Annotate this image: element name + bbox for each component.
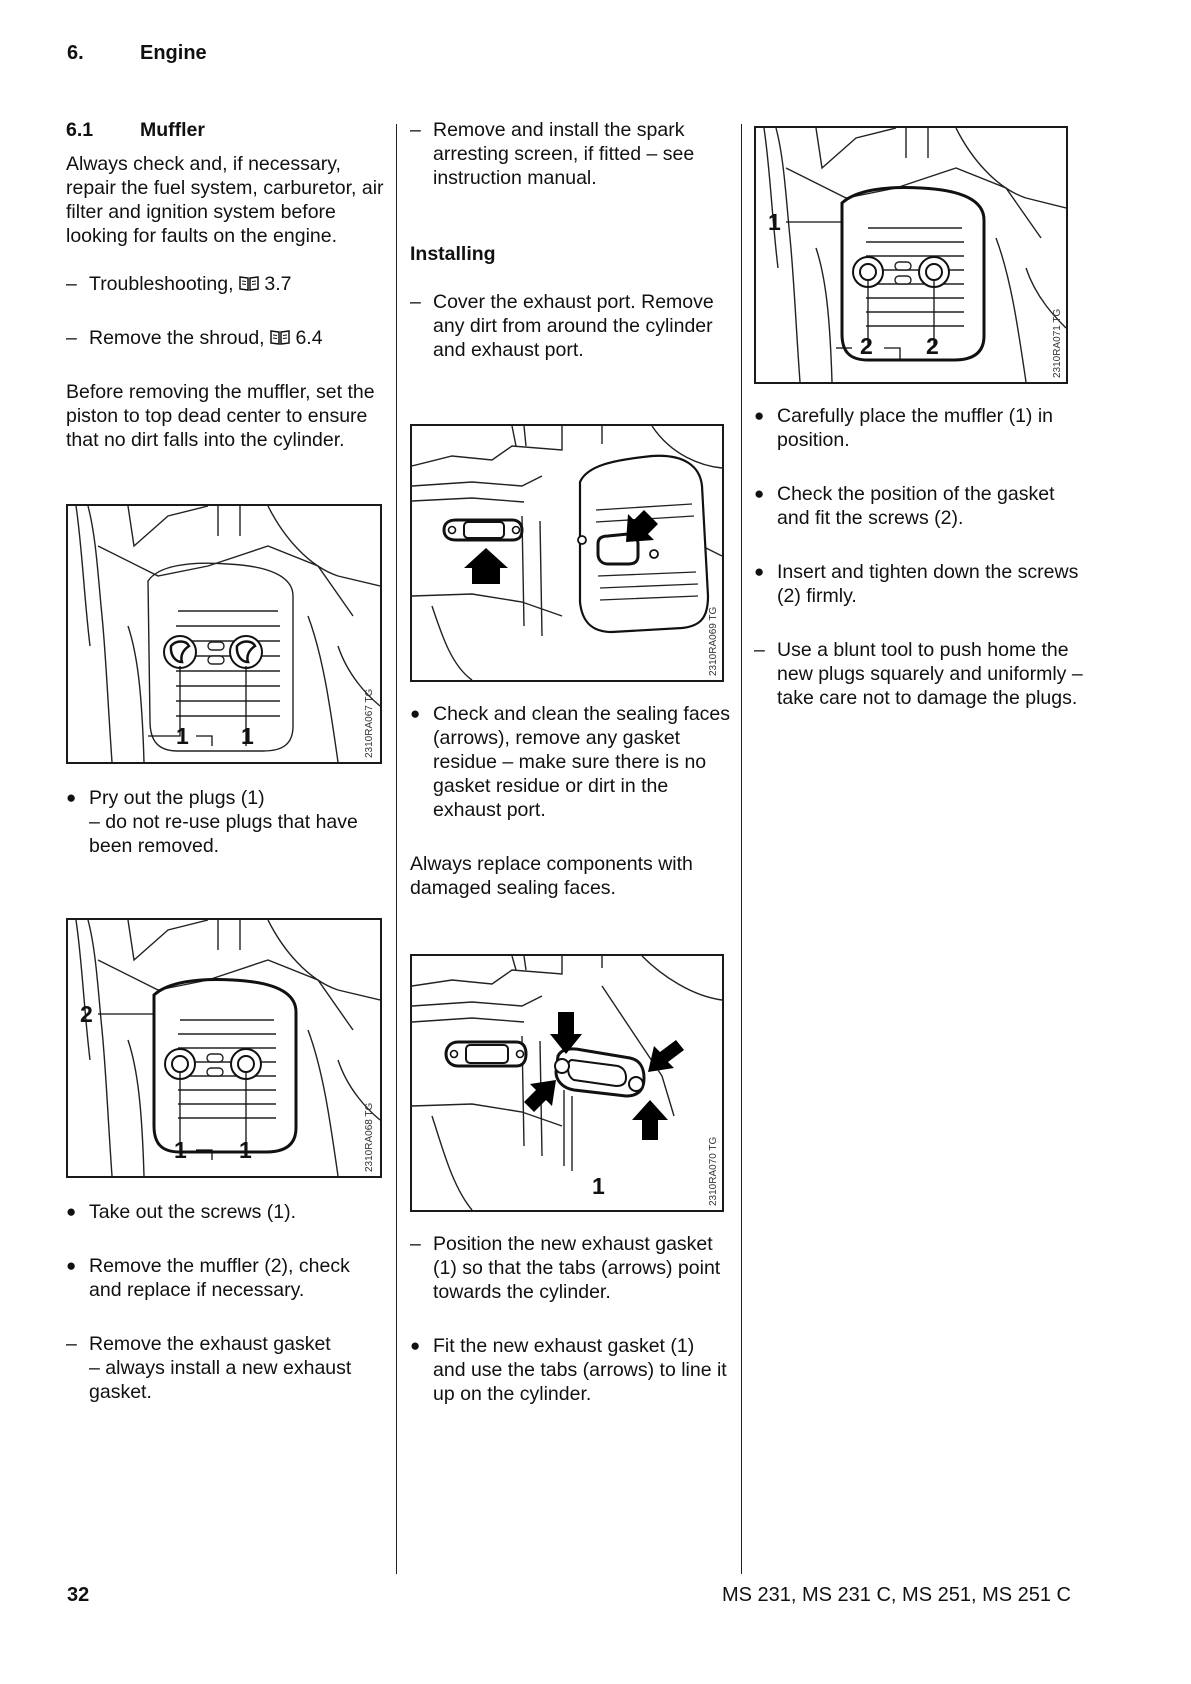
item-text: Take out the screws (1). xyxy=(89,1201,296,1223)
item-text: Pry out the plugs (1) xyxy=(89,787,265,809)
list-item: – Troubleshooting, 3.7 xyxy=(66,272,384,296)
figure-code: 2310RA068 TG xyxy=(364,1102,375,1172)
callout-label: 1 xyxy=(768,209,781,235)
bullet-marker: ● xyxy=(410,704,421,723)
muffler-illustration xyxy=(75,920,380,1176)
bullet-marker: ● xyxy=(66,1256,77,1275)
item-text: Insert and tighten down the screws (2) f… xyxy=(777,561,1079,607)
list-item: – Use a blunt tool to push home the new … xyxy=(754,638,1084,710)
list-item: – Remove the shroud, 6.4 xyxy=(66,326,384,350)
column-divider xyxy=(741,124,742,1574)
list-item: – Cover the exhaust port. Remove any dir… xyxy=(410,290,732,362)
list-item: ● Insert and tighten down the screws (2)… xyxy=(754,560,1084,608)
bullet-marker: ● xyxy=(66,1202,77,1221)
intro-paragraph: Always check and, if necessary, repair t… xyxy=(66,153,384,247)
bullet-marker: ● xyxy=(754,406,765,425)
cross-reference[interactable]: 6.4 xyxy=(295,327,323,349)
callout-label: 1 xyxy=(241,723,254,749)
item-text: Use a blunt tool to push home the new pl… xyxy=(777,639,1083,709)
list-item: – Position the new exhaust gasket (1) so… xyxy=(410,1232,732,1304)
dash-marker: – xyxy=(410,291,421,313)
bullet-marker: ● xyxy=(754,484,765,503)
dash-marker: – xyxy=(754,639,765,661)
new-gasket-illustration xyxy=(412,956,722,1210)
item-text: Remove the exhaust gasket xyxy=(89,1333,331,1355)
item-text: Cover the exhaust port. Remove any dirt … xyxy=(433,291,714,361)
item-text: Remove and install the spark arresting s… xyxy=(433,119,695,189)
section-heading: 6.1 Muffler xyxy=(66,118,384,142)
section-number: 6.1 xyxy=(66,119,94,141)
section-title: Muffler xyxy=(140,119,205,141)
muffler-illustration xyxy=(75,506,380,762)
callout-label: 1 xyxy=(592,1173,605,1199)
callout-label: 1 xyxy=(174,1137,187,1163)
column-1: 6.1 Muffler Always check and, if necessar… xyxy=(66,118,384,1404)
item-text: Check and clean the sealing faces (arrow… xyxy=(433,703,731,821)
figure-code: 2310RA070 TG xyxy=(708,1136,719,1206)
bullet-marker: ● xyxy=(66,788,77,807)
figure-code: 2310RA067 TG xyxy=(364,688,375,758)
figure-muffler-install: 1 2 2 2310RA071 TG xyxy=(754,126,1068,384)
column-3: 1 2 2 2310RA071 TG ● Carefully place the… xyxy=(754,118,1084,710)
figure-code: 2310RA069 TG xyxy=(708,606,719,676)
cross-reference[interactable]: 3.7 xyxy=(264,273,292,295)
column-divider xyxy=(396,124,397,1574)
item-text: Check the position of the gasket and fit… xyxy=(777,483,1055,529)
item-text: Troubleshooting, xyxy=(89,273,239,295)
list-item: ● Carefully place the muffler (1) in pos… xyxy=(754,404,1084,452)
chapter-heading: 6. Engine xyxy=(67,42,207,65)
subheading-installing: Installing xyxy=(410,243,496,265)
callout-label: 2 xyxy=(926,333,939,359)
book-icon xyxy=(239,273,259,295)
item-text: Position the new exhaust gasket (1) so t… xyxy=(433,1233,721,1303)
dash-marker: – xyxy=(410,1233,421,1255)
dash-marker: – xyxy=(66,273,77,295)
paragraph: Before removing the muffler, set the pis… xyxy=(66,381,375,451)
list-item: ● Fit the new exhaust gasket (1) and use… xyxy=(410,1334,732,1406)
column-2: – Remove and install the spark arresting… xyxy=(410,118,732,1406)
list-item: ● Remove the muffler (2), check and repl… xyxy=(66,1254,384,1302)
sealing-faces-illustration xyxy=(412,426,722,680)
list-item: ● Check and clean the sealing faces (arr… xyxy=(410,702,732,822)
chapter-title: Engine xyxy=(140,42,207,64)
dash-marker: – xyxy=(66,327,77,349)
list-item: ● Pry out the plugs (1) – do not re-use … xyxy=(66,786,384,858)
figure-code: 2310RA071 TG xyxy=(1052,308,1063,378)
item-text-continued: – do not re-use plugs that have been rem… xyxy=(89,811,358,857)
figure-sealing-faces: 2310RA069 TG xyxy=(410,424,724,682)
model-list: MS 231, MS 231 C, MS 251, MS 251 C xyxy=(721,1584,1071,1606)
list-item: ● Check the position of the gasket and f… xyxy=(754,482,1084,530)
bullet-marker: ● xyxy=(754,562,765,581)
list-item: – Remove the exhaust gasket – always ins… xyxy=(66,1332,384,1404)
chapter-number: 6. xyxy=(67,42,84,64)
dash-marker: – xyxy=(410,119,421,141)
muffler-install-illustration xyxy=(763,128,1066,382)
list-item: – Remove and install the spark arresting… xyxy=(410,118,732,190)
callout-label: 2 xyxy=(80,1001,93,1027)
callout-label: 1 xyxy=(239,1137,252,1163)
item-text: Remove the shroud, xyxy=(89,327,271,349)
paragraph: Always replace components with damaged s… xyxy=(410,853,693,899)
figure-muffler-screws: 2 1 1 2310RA068 TG xyxy=(66,918,382,1178)
list-item: ● Take out the screws (1). xyxy=(66,1200,384,1224)
page-number: 32 xyxy=(67,1584,90,1606)
bullet-marker: ● xyxy=(410,1336,421,1355)
callout-label: 2 xyxy=(860,333,873,359)
dash-marker: – xyxy=(66,1333,77,1355)
figure-new-gasket: 1 2310RA070 TG xyxy=(410,954,724,1212)
item-text: Fit the new exhaust gasket (1) and use t… xyxy=(433,1335,727,1405)
figure-muffler-plugs: 1 1 2310RA067 TG xyxy=(66,504,382,764)
item-text: Remove the muffler (2), check and replac… xyxy=(89,1255,350,1301)
item-text-continued: – always install a new exhaust gasket. xyxy=(89,1357,352,1403)
item-text: Carefully place the muffler (1) in posit… xyxy=(777,405,1054,451)
callout-label: 1 xyxy=(176,723,189,749)
book-icon xyxy=(270,327,290,349)
